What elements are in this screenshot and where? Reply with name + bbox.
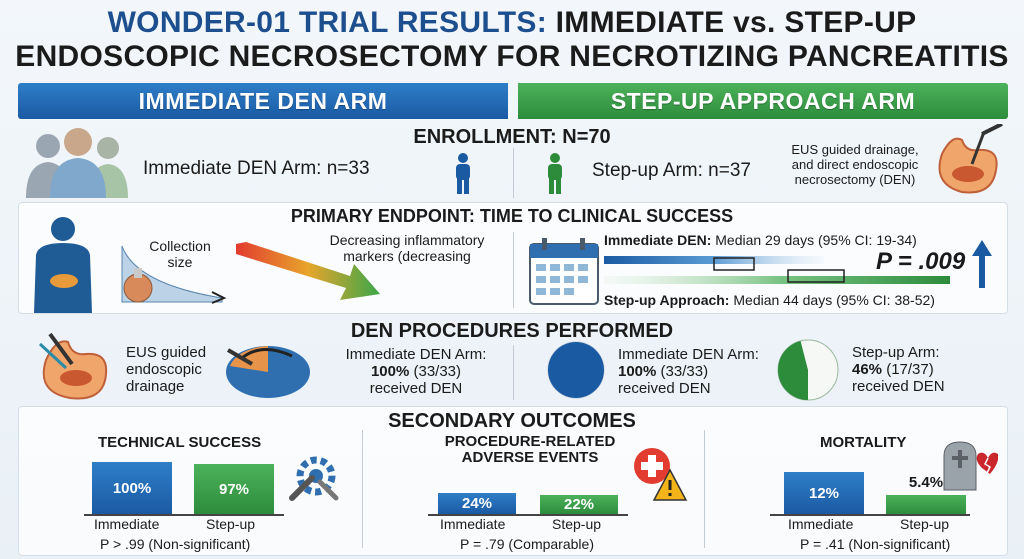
adverse-events-chart: 24% 22% xyxy=(428,460,628,514)
stepup-den-pie-slice xyxy=(777,340,808,400)
technical-immediate-label: Immediate xyxy=(94,516,160,532)
procedures-divider xyxy=(513,345,514,400)
page-title: WONDER-01 TRIAL RESULTS: IMMEDIATE vs. S… xyxy=(0,6,1024,74)
title-comparison: IMMEDIATE vs. STEP-UP xyxy=(555,6,917,39)
up-arrow-icon xyxy=(972,240,992,288)
medical-warning-icon xyxy=(634,448,688,501)
decreasing-markers-arrow-icon xyxy=(236,242,380,300)
adverse-events-title: PROCEDURE-RELATED ADVERSE EVENTS xyxy=(444,433,616,466)
technical-stepup-bar: 97% xyxy=(194,464,274,514)
immediate-den-pie-slice xyxy=(547,342,604,398)
title-trial-name: WONDER-01 TRIAL RESULTS: xyxy=(107,6,547,39)
collection-size-decline-icon xyxy=(121,245,227,304)
primary-endpoint-title: PRIMARY ENDPOINT: TIME TO CLINICAL SUCCE… xyxy=(290,206,734,226)
eus-drainage-label: EUS guided endoscopic drainage xyxy=(126,344,207,395)
mortality-stepup-label: Step-up xyxy=(900,516,950,532)
mortality-stepup-value: 5.4% xyxy=(908,474,944,491)
mortality-title: MORTALITY xyxy=(820,434,907,451)
technical-stepup-label: Step-up xyxy=(206,516,256,532)
secondary-divider-2 xyxy=(704,430,705,548)
technical-p-value: P > .99 (Non-significant) xyxy=(100,536,251,552)
stepup-time-bar xyxy=(604,276,950,284)
immediate-arm-banner: IMMEDIATE DEN ARM xyxy=(18,83,508,119)
technical-success-chart: 100% 97% xyxy=(84,460,284,514)
mortality-immediate-bar: 12% xyxy=(784,472,864,514)
technical-immediate-bar: 100% xyxy=(92,462,172,514)
immediate-ci-box xyxy=(713,257,755,271)
adverse-baseline xyxy=(428,514,628,516)
enrollment-title: ENROLLMENT: N=70 xyxy=(413,126,611,148)
procedures-left-text: Immediate DEN Arm: 100% (33/33) received… xyxy=(345,346,487,397)
procedures-title: DEN PROCEDURES PERFORMED xyxy=(350,320,674,342)
enrollment-stepup-count: Step-up Arm: n=37 xyxy=(592,160,751,181)
mortality-baseline xyxy=(770,514,970,516)
time-to-success-bars xyxy=(604,256,950,284)
inflammatory-markers-label: Decreasing inflammatory markers (decreas… xyxy=(329,232,485,264)
tools-gear-icon xyxy=(289,456,339,501)
technical-success-title: TECHNICAL SUCCESS xyxy=(98,434,262,451)
collection-size-label: Collection size xyxy=(149,238,211,270)
adverse-immediate-bar: 24% xyxy=(438,493,516,514)
enrollment-note: EUS guided drainage, and direct endoscop… xyxy=(791,142,919,187)
procedures-mid-text: Immediate DEN Arm: 100% (33/33) received… xyxy=(618,346,759,397)
procedures-right-text: Step-up Arm: 46% (17/37) received DEN xyxy=(852,344,945,395)
enrollment-divider xyxy=(513,148,514,198)
immediate-den-pie xyxy=(547,341,605,399)
secondary-divider-1 xyxy=(362,430,363,548)
eus-drainage-stomach-icon xyxy=(38,332,108,400)
primary-p-value: P = .009 xyxy=(876,248,966,275)
mortality-stepup-bar xyxy=(886,495,966,514)
technical-baseline xyxy=(84,514,284,516)
mortality-p-value: P = .41 (Non-significant) xyxy=(800,536,951,552)
patients-group-icon xyxy=(26,128,128,198)
stepup-person-icon xyxy=(548,153,562,194)
stepup-median-text: Step-up Approach: Median 44 days (95% CI… xyxy=(604,292,935,308)
tombstone-broken-heart-icon xyxy=(943,441,998,491)
stomach-endoscope-icon xyxy=(938,124,1003,194)
title-subject: ENDOSCOPIC NECROSECTOMY FOR NECROTIZING … xyxy=(15,40,1009,73)
immediate-median-text: Immediate DEN: Median 29 days (95% CI: 1… xyxy=(604,232,917,248)
immediate-person-icon xyxy=(456,153,470,194)
enrollment-immediate-count: Immediate DEN Arm: n=33 xyxy=(143,158,370,179)
stepup-ci-box xyxy=(787,269,845,283)
necrosectomy-pie-icon xyxy=(226,346,310,398)
adverse-p-value: P = .79 (Comparable) xyxy=(460,536,594,552)
secondary-title: SECONDARY OUTCOMES xyxy=(388,410,636,432)
mortality-chart: 12% 5.4% xyxy=(770,460,970,514)
stepup-den-pie xyxy=(777,339,839,401)
patient-silhouette-icon xyxy=(34,217,92,313)
mortality-immediate-label: Immediate xyxy=(788,516,854,532)
adverse-stepup-label: Step-up xyxy=(552,516,602,532)
adverse-stepup-bar: 22% xyxy=(540,495,618,514)
primary-divider xyxy=(513,232,514,308)
calendar-icon xyxy=(529,238,599,305)
adverse-immediate-label: Immediate xyxy=(440,516,506,532)
stepup-arm-banner: STEP-UP APPROACH ARM xyxy=(518,83,1008,119)
